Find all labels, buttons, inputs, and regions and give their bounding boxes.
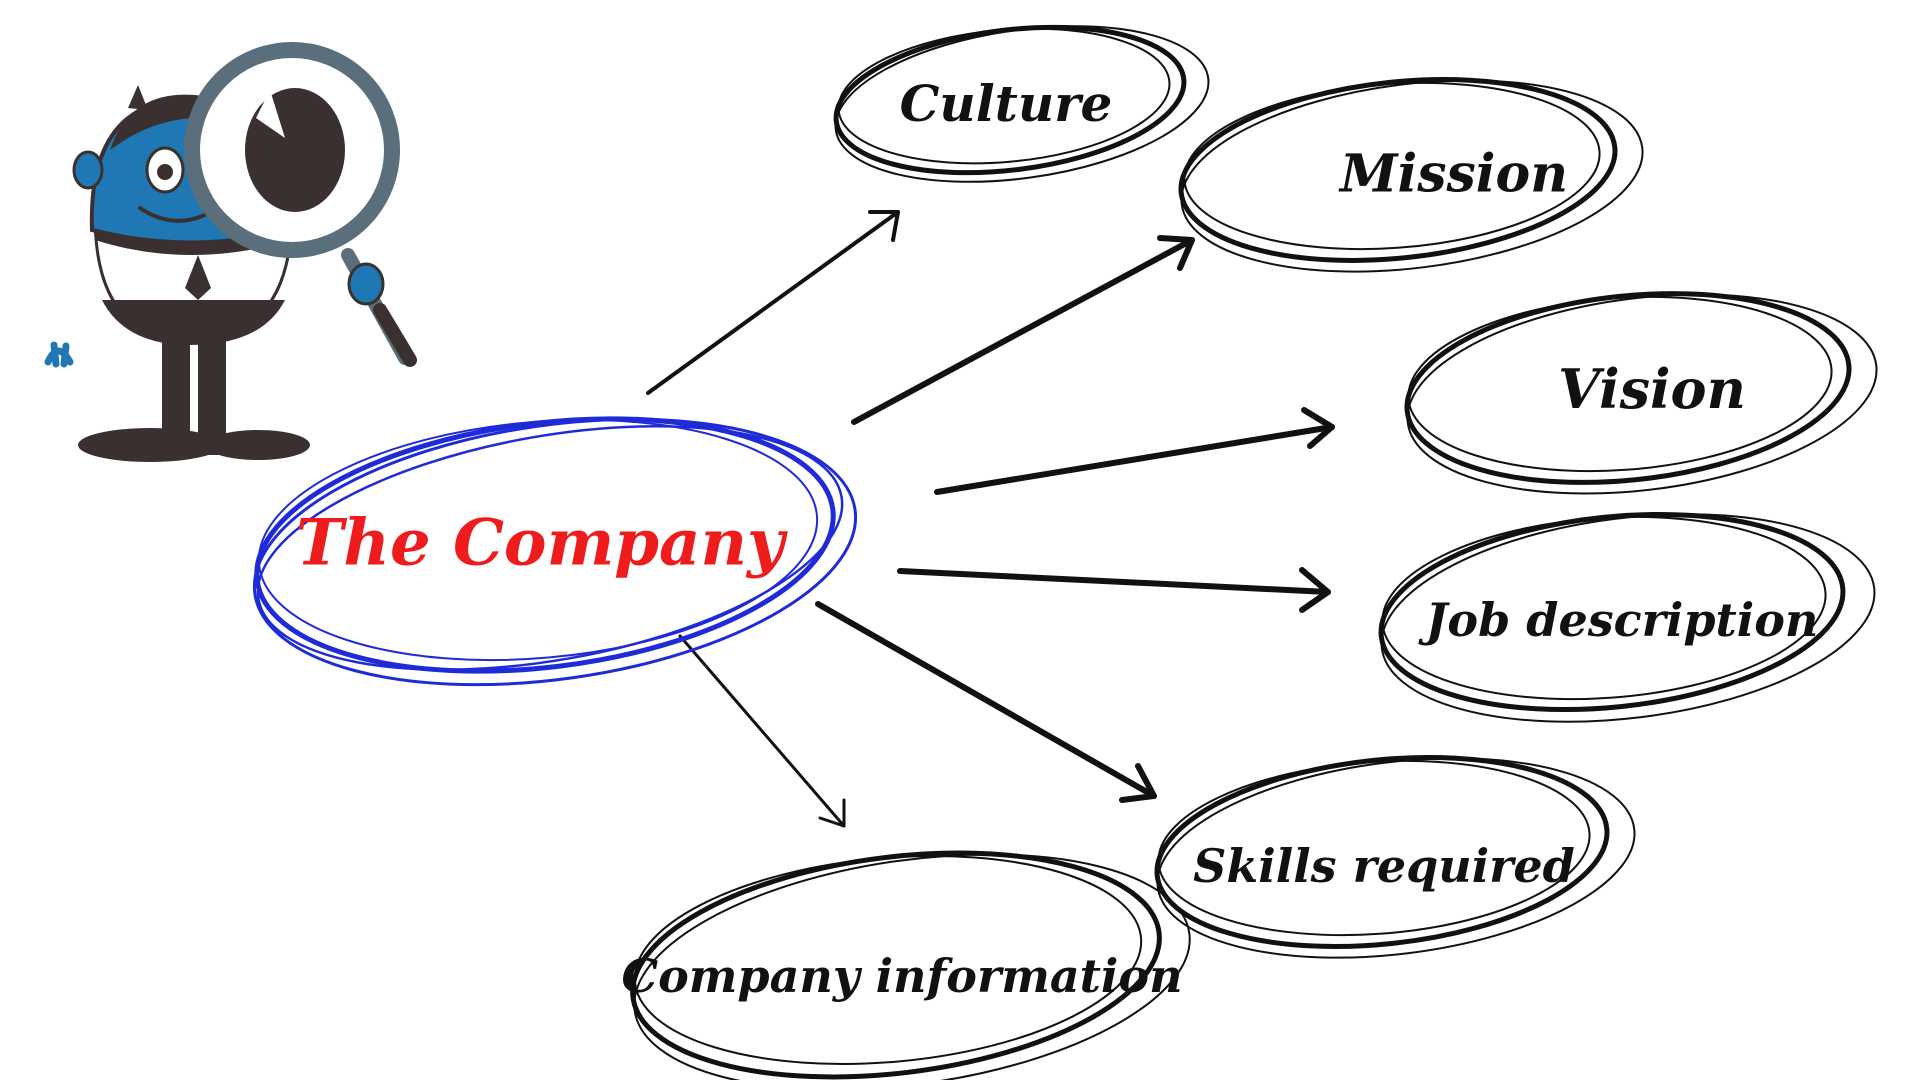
arrow-to-job-description <box>897 567 1331 613</box>
center-ring <box>252 416 858 687</box>
node-job-description-ring <box>1378 511 1876 723</box>
node-culture-ring <box>833 24 1210 183</box>
node-company-information-ring <box>630 850 1191 1080</box>
connector-arrows <box>646 210 1335 828</box>
node-skills-required: Skills required <box>1154 755 1636 959</box>
node-vision: Vision <box>1404 291 1878 495</box>
node-skills-required-label: Skills required <box>1193 839 1575 893</box>
node-mission-ring <box>1178 77 1644 273</box>
arrow-to-culture <box>646 210 900 395</box>
node-vision-label: Vision <box>1558 357 1746 421</box>
node-vision-ring <box>1404 291 1878 495</box>
node-mission: Mission <box>1178 77 1644 273</box>
arrow-to-mission <box>851 235 1195 425</box>
arrow-to-skills-required <box>815 601 1157 803</box>
node-company-information-label: Company information <box>621 949 1182 1003</box>
node-mission-label: Mission <box>1338 144 1568 205</box>
node-culture: Culture <box>833 24 1210 183</box>
node-job-description-label: Job description <box>1418 593 1819 647</box>
arrow-to-company-information <box>678 634 846 828</box>
center-node: The Company <box>252 416 858 687</box>
node-company-information: Company information <box>621 850 1191 1080</box>
magnifying-glass-mascot-icon <box>44 42 417 462</box>
node-culture-label: Culture <box>900 74 1113 133</box>
node-job-description: Job description <box>1378 511 1876 723</box>
center-label: The Company <box>296 506 788 581</box>
arrow-to-vision <box>934 407 1335 495</box>
node-skills-required-ring <box>1154 755 1636 959</box>
